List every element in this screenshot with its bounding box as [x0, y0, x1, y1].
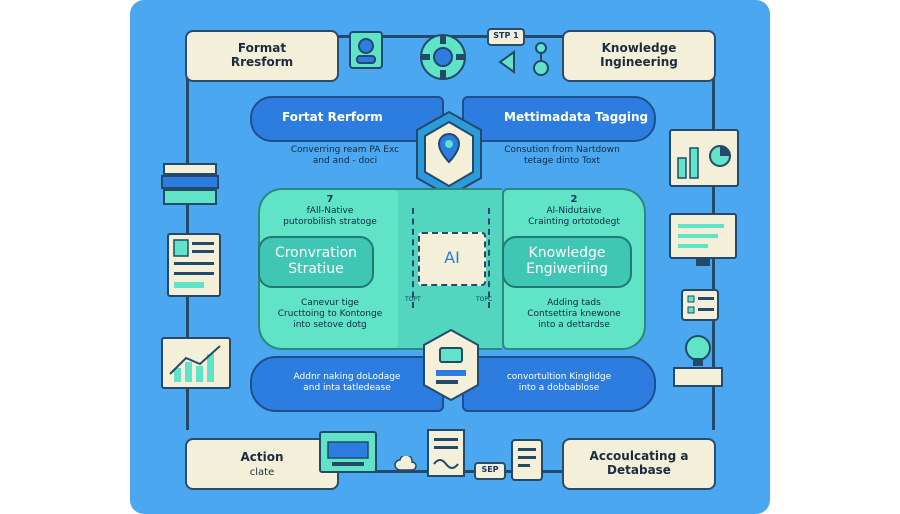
gear-icon — [420, 34, 466, 80]
top-band-left-title: Fortat Rerform — [282, 110, 383, 124]
monitor-icon — [669, 213, 737, 266]
tick-label-right: TOPC — [476, 296, 493, 303]
step-tag-bottom-label: SEP — [481, 465, 499, 474]
cloud-icon — [394, 456, 417, 471]
step-tag-bottom: SEP — [474, 462, 506, 480]
laptop-screen-icon — [319, 431, 377, 473]
top-band-left-subtitle: Converring ream PA Exc and and - doci — [290, 145, 400, 166]
corner-bottom-left-title: Action — [240, 450, 284, 464]
corner-card-bottom-left: Action clate — [185, 438, 339, 490]
chart-board-icon — [669, 129, 739, 187]
top-band-left: Fortat Rerform — [250, 96, 444, 142]
middle-right-heading: Al-Nidutaive Crainting ortotodegt — [528, 206, 620, 227]
corner-bottom-left-sub: clate — [249, 467, 275, 478]
bottom-band-left: Addnr naking doLodage and inta tatledeas… — [250, 356, 444, 412]
document-page-icon — [167, 233, 221, 297]
ai-label: AI — [444, 248, 460, 267]
step-tag-top: STP 1 — [487, 28, 525, 46]
top-band-right-subtitle: Consution from Nartdown tetage dinto Tox… — [504, 145, 620, 166]
top-band-right: Mettimadata Tagging — [462, 96, 656, 142]
book-stack-icon — [161, 163, 219, 205]
bottom-band-right-subtitle: convortultion Kinglidge into a dobbablos… — [506, 372, 612, 393]
mobile-device-icon — [511, 439, 543, 481]
bottom-band-right: convortultion Kinglidge into a dobbablos… — [462, 356, 656, 412]
corner-card-top-left: Format Rresform — [185, 30, 339, 82]
ai-box: AI — [418, 232, 486, 286]
corner-card-top-right: Knowledge Ingineering — [562, 30, 716, 82]
bubble-left-label: Cronvration Stratiue — [274, 245, 358, 277]
middle-left-subtitle: Canevur tige Cructtoing to Kontonge into… — [277, 298, 383, 330]
dashed-line-left — [412, 208, 414, 308]
bubble-left: Cronvration Stratiue — [258, 236, 374, 288]
middle-right-number: 2 — [570, 194, 578, 205]
lightbulb-podium-icon — [673, 335, 723, 387]
play-triangle-icon — [498, 50, 515, 74]
corner-bottom-right-label: Accoulcating a Detabase — [589, 449, 689, 477]
tick-label-left: TOPT — [405, 296, 421, 303]
molecule-icon — [533, 42, 549, 76]
location-pin-hexagon-icon — [416, 110, 482, 198]
corner-card-bottom-right: Accoulcating a Detabase — [562, 438, 716, 490]
middle-left-heading: fAll-Native putorobilish stratoge — [283, 206, 377, 227]
bottom-band-left-subtitle: Addnr naking doLodage and inta tatledeas… — [293, 372, 401, 393]
document-hexagon-icon — [423, 328, 479, 402]
corner-top-right-label: Knowledge Ingineering — [600, 41, 678, 69]
user-card-icon — [349, 31, 383, 69]
middle-left-number: 7 — [326, 194, 334, 205]
bubble-right: Knowledge Engiweriing — [502, 236, 632, 288]
checklist-icon — [681, 289, 719, 321]
step-tag-top-label: STP 1 — [493, 31, 519, 40]
corner-top-left-label: Format Rresform — [230, 41, 294, 69]
line-chart-icon — [161, 337, 231, 389]
diagram-panel: Format Rresform Knowledge Ingineering Ac… — [130, 0, 770, 514]
middle-right-subtitle: Adding tads Contsettira knewone into a d… — [527, 298, 621, 330]
contract-document-icon — [427, 429, 465, 477]
top-band-right-title: Mettimadata Tagging — [504, 110, 649, 124]
bubble-right-label: Knowledge Engiweriing — [526, 245, 608, 277]
dashed-line-right — [488, 208, 490, 308]
